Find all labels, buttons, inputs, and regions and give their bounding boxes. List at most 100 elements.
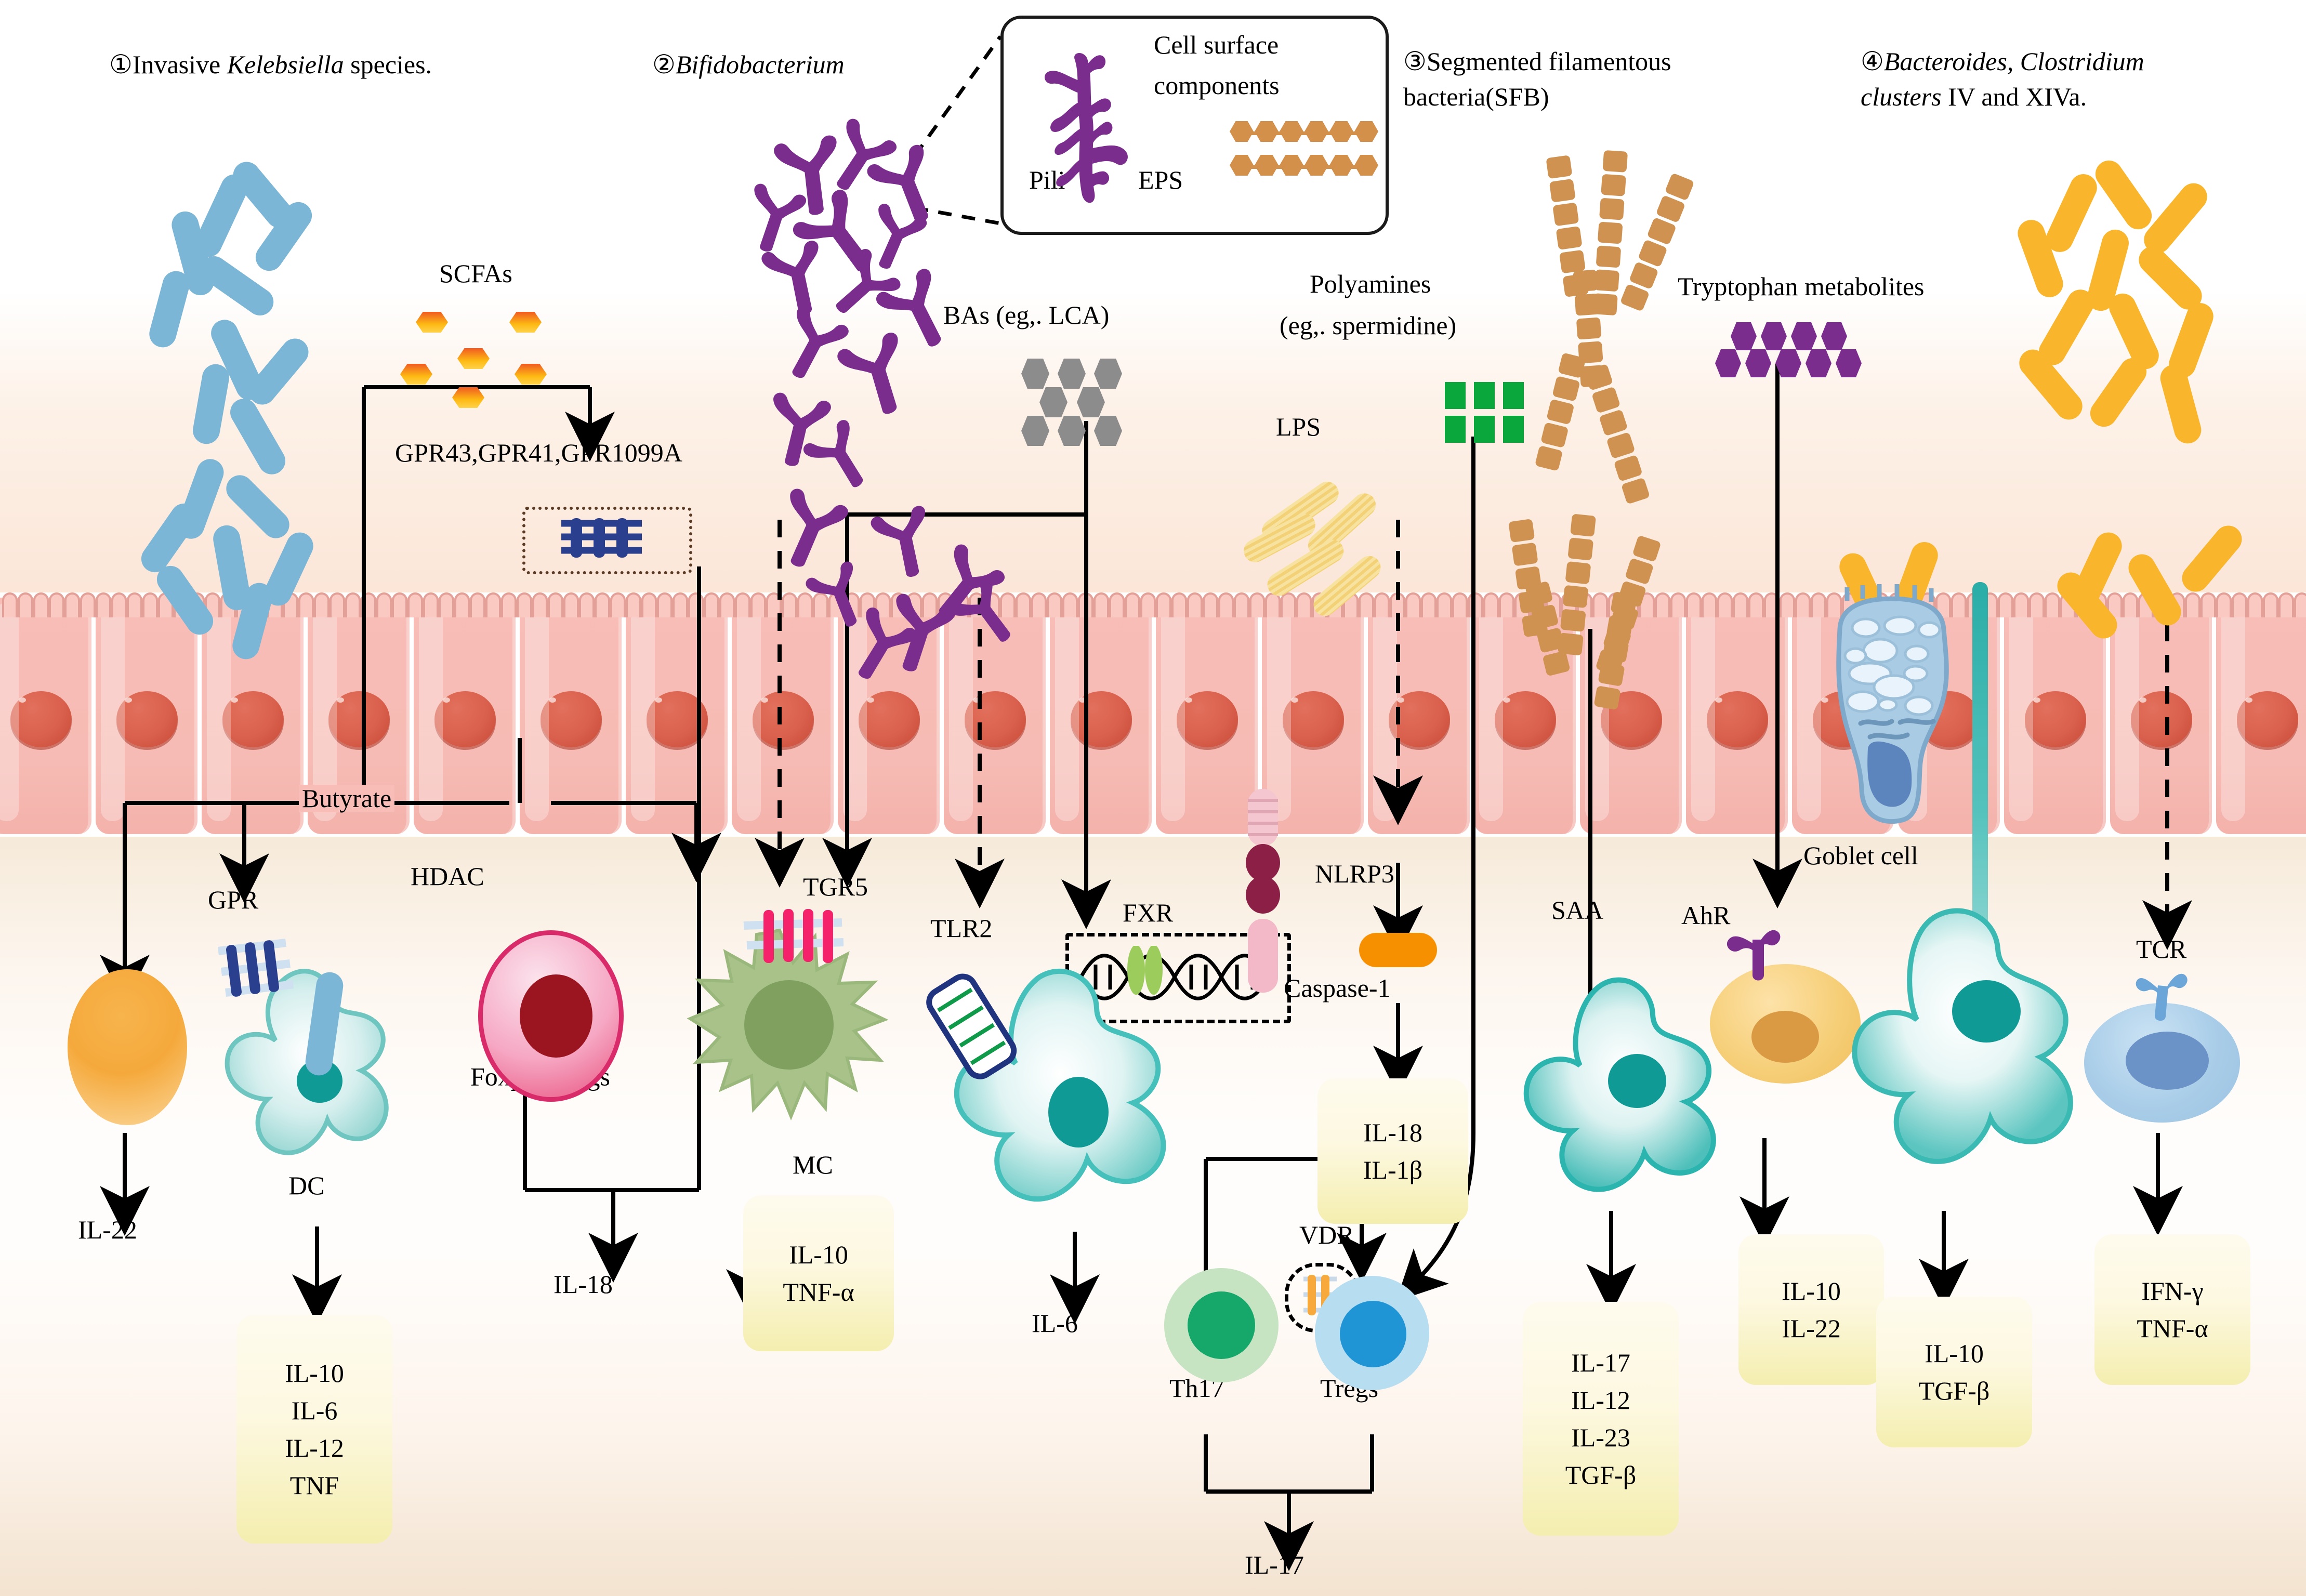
microvillus <box>922 592 938 617</box>
microvillus <box>2185 592 2200 617</box>
scfa-molecule <box>509 312 542 333</box>
bacteroides-rod <box>2090 155 2157 235</box>
microvillus <box>2216 592 2232 617</box>
sfb-segment <box>1562 585 1589 609</box>
scfas-label: SCFAs <box>439 259 512 288</box>
sfb-segment <box>1511 542 1538 566</box>
header-2-italic: Bifidobacterium <box>675 50 845 79</box>
microvillus <box>1047 592 1062 617</box>
microvillus <box>1951 592 1967 617</box>
microvillus <box>610 592 626 617</box>
bile-acid-molecule <box>1021 416 1049 446</box>
sfb-segment <box>1567 537 1594 561</box>
header-2-marker: ② <box>652 50 676 79</box>
epithelial-nucleus <box>10 691 72 747</box>
pili-bacterium-icon <box>1044 52 1128 203</box>
hdac-label: HDAC <box>411 862 484 891</box>
sfb-segment <box>1573 269 1599 292</box>
nlrp3-inflammasome-icon <box>1246 789 1280 993</box>
tryptophan-molecule <box>1731 322 1757 350</box>
caspase1-capsule-icon <box>1359 933 1437 967</box>
tryptophan-molecule <box>1745 349 1771 377</box>
header-3-marker: ③ <box>1403 47 1427 76</box>
sfb-segment <box>1570 513 1597 537</box>
microvillus <box>797 592 813 617</box>
bile-acid-molecule <box>1094 416 1122 446</box>
microvillus <box>376 592 392 617</box>
microvillus <box>1592 592 1608 617</box>
cytokine-item: IL-23 <box>1571 1423 1630 1452</box>
microvillus <box>2029 592 2045 617</box>
microvillus <box>2200 592 2216 617</box>
polyamine-molecule <box>1474 416 1495 443</box>
foxp3-treg-nucleus <box>520 974 592 1058</box>
header-3-line2: bacteria(SFB) <box>1403 82 1549 111</box>
microvillus <box>1421 592 1437 617</box>
sfb-segment <box>1610 591 1638 616</box>
sfb-segment <box>1599 197 1625 220</box>
microvillus <box>1702 592 1717 617</box>
microvillus <box>1405 592 1421 617</box>
gpr-label: GPR <box>208 885 259 914</box>
goblet-label: Goblet cell <box>1803 841 1918 870</box>
bifidobacterium-cell <box>754 183 807 252</box>
epithelial-cell <box>2110 598 2212 834</box>
scfa-molecule <box>452 387 484 408</box>
polyamine-molecule <box>1445 382 1466 409</box>
dna-helix-icon <box>1079 946 1270 1000</box>
tryptophan-molecule <box>1715 349 1741 377</box>
microvillus <box>875 592 891 617</box>
epithelial-cell <box>1156 598 1258 834</box>
microvillus <box>2278 592 2294 617</box>
bile-acid-molecule <box>1039 387 1068 417</box>
polyamines-label-line2: (eg,. spermidine) <box>1280 311 1457 340</box>
tryptophan-molecule <box>1775 349 1801 377</box>
microvillus <box>1249 592 1265 617</box>
microvillus <box>423 592 439 617</box>
sfb-segment <box>1536 627 1565 653</box>
epithelial-cell <box>1262 598 1364 834</box>
ilc3-cell <box>68 969 187 1125</box>
sfb-segment <box>1601 174 1626 196</box>
microvillus <box>485 592 501 617</box>
header-1: ①Invasive Kelebsiella species. <box>109 51 432 78</box>
microvillus <box>2 592 18 617</box>
sfb-segment <box>1565 561 1591 585</box>
cytokine-item: TGF-β <box>1918 1376 1990 1405</box>
bifidobacterium-cell <box>793 190 870 272</box>
mast-cell <box>687 928 889 1120</box>
epithelial-nucleus <box>2237 691 2298 747</box>
sfb-segment <box>1549 178 1576 203</box>
treg-nucleus <box>1340 1301 1406 1367</box>
bifidobacterium-cell <box>774 135 837 215</box>
microvillus <box>563 592 579 617</box>
header-1-text: Invasive <box>132 50 227 79</box>
cytokine-item: IL-1β <box>1363 1155 1423 1184</box>
microvillus <box>1140 592 1156 617</box>
th17-nucleus <box>1188 1291 1255 1359</box>
sfb-segment <box>1606 615 1633 640</box>
bifidobacterium-cell <box>858 608 917 679</box>
microvillus <box>2013 592 2029 617</box>
epithelial-nucleus <box>328 691 390 747</box>
microvillus <box>1655 592 1670 617</box>
header-4-marker: ④ <box>1861 47 1884 76</box>
il22-output-label: IL-22 <box>78 1215 137 1244</box>
cytokine-item: IL-10 <box>1925 1339 1984 1368</box>
epithelial-cell <box>1686 598 1788 834</box>
goblet-cell <box>1836 584 1949 824</box>
gpr-list-label: GPR43,GPR41,GPR1099A <box>395 438 682 467</box>
microvillus <box>1171 592 1187 617</box>
tryptophan-label: Tryptophan metabolites <box>1678 272 1925 301</box>
fxr-label: FXR <box>1123 898 1174 927</box>
epithelial-nucleus <box>753 691 814 747</box>
mc-label: MC <box>793 1150 833 1179</box>
lumen-background <box>0 291 2306 592</box>
microvillus <box>2045 592 2060 617</box>
cytokine-item: IL-6 <box>291 1396 338 1425</box>
header-4-line1: ④Bacteroides, Clostridium <box>1861 48 2144 75</box>
bifidobacterium-cell <box>836 248 901 313</box>
header-1-tail: species. <box>344 50 432 79</box>
microvillus <box>641 592 657 617</box>
il6-output-label: IL-6 <box>1032 1309 1078 1338</box>
